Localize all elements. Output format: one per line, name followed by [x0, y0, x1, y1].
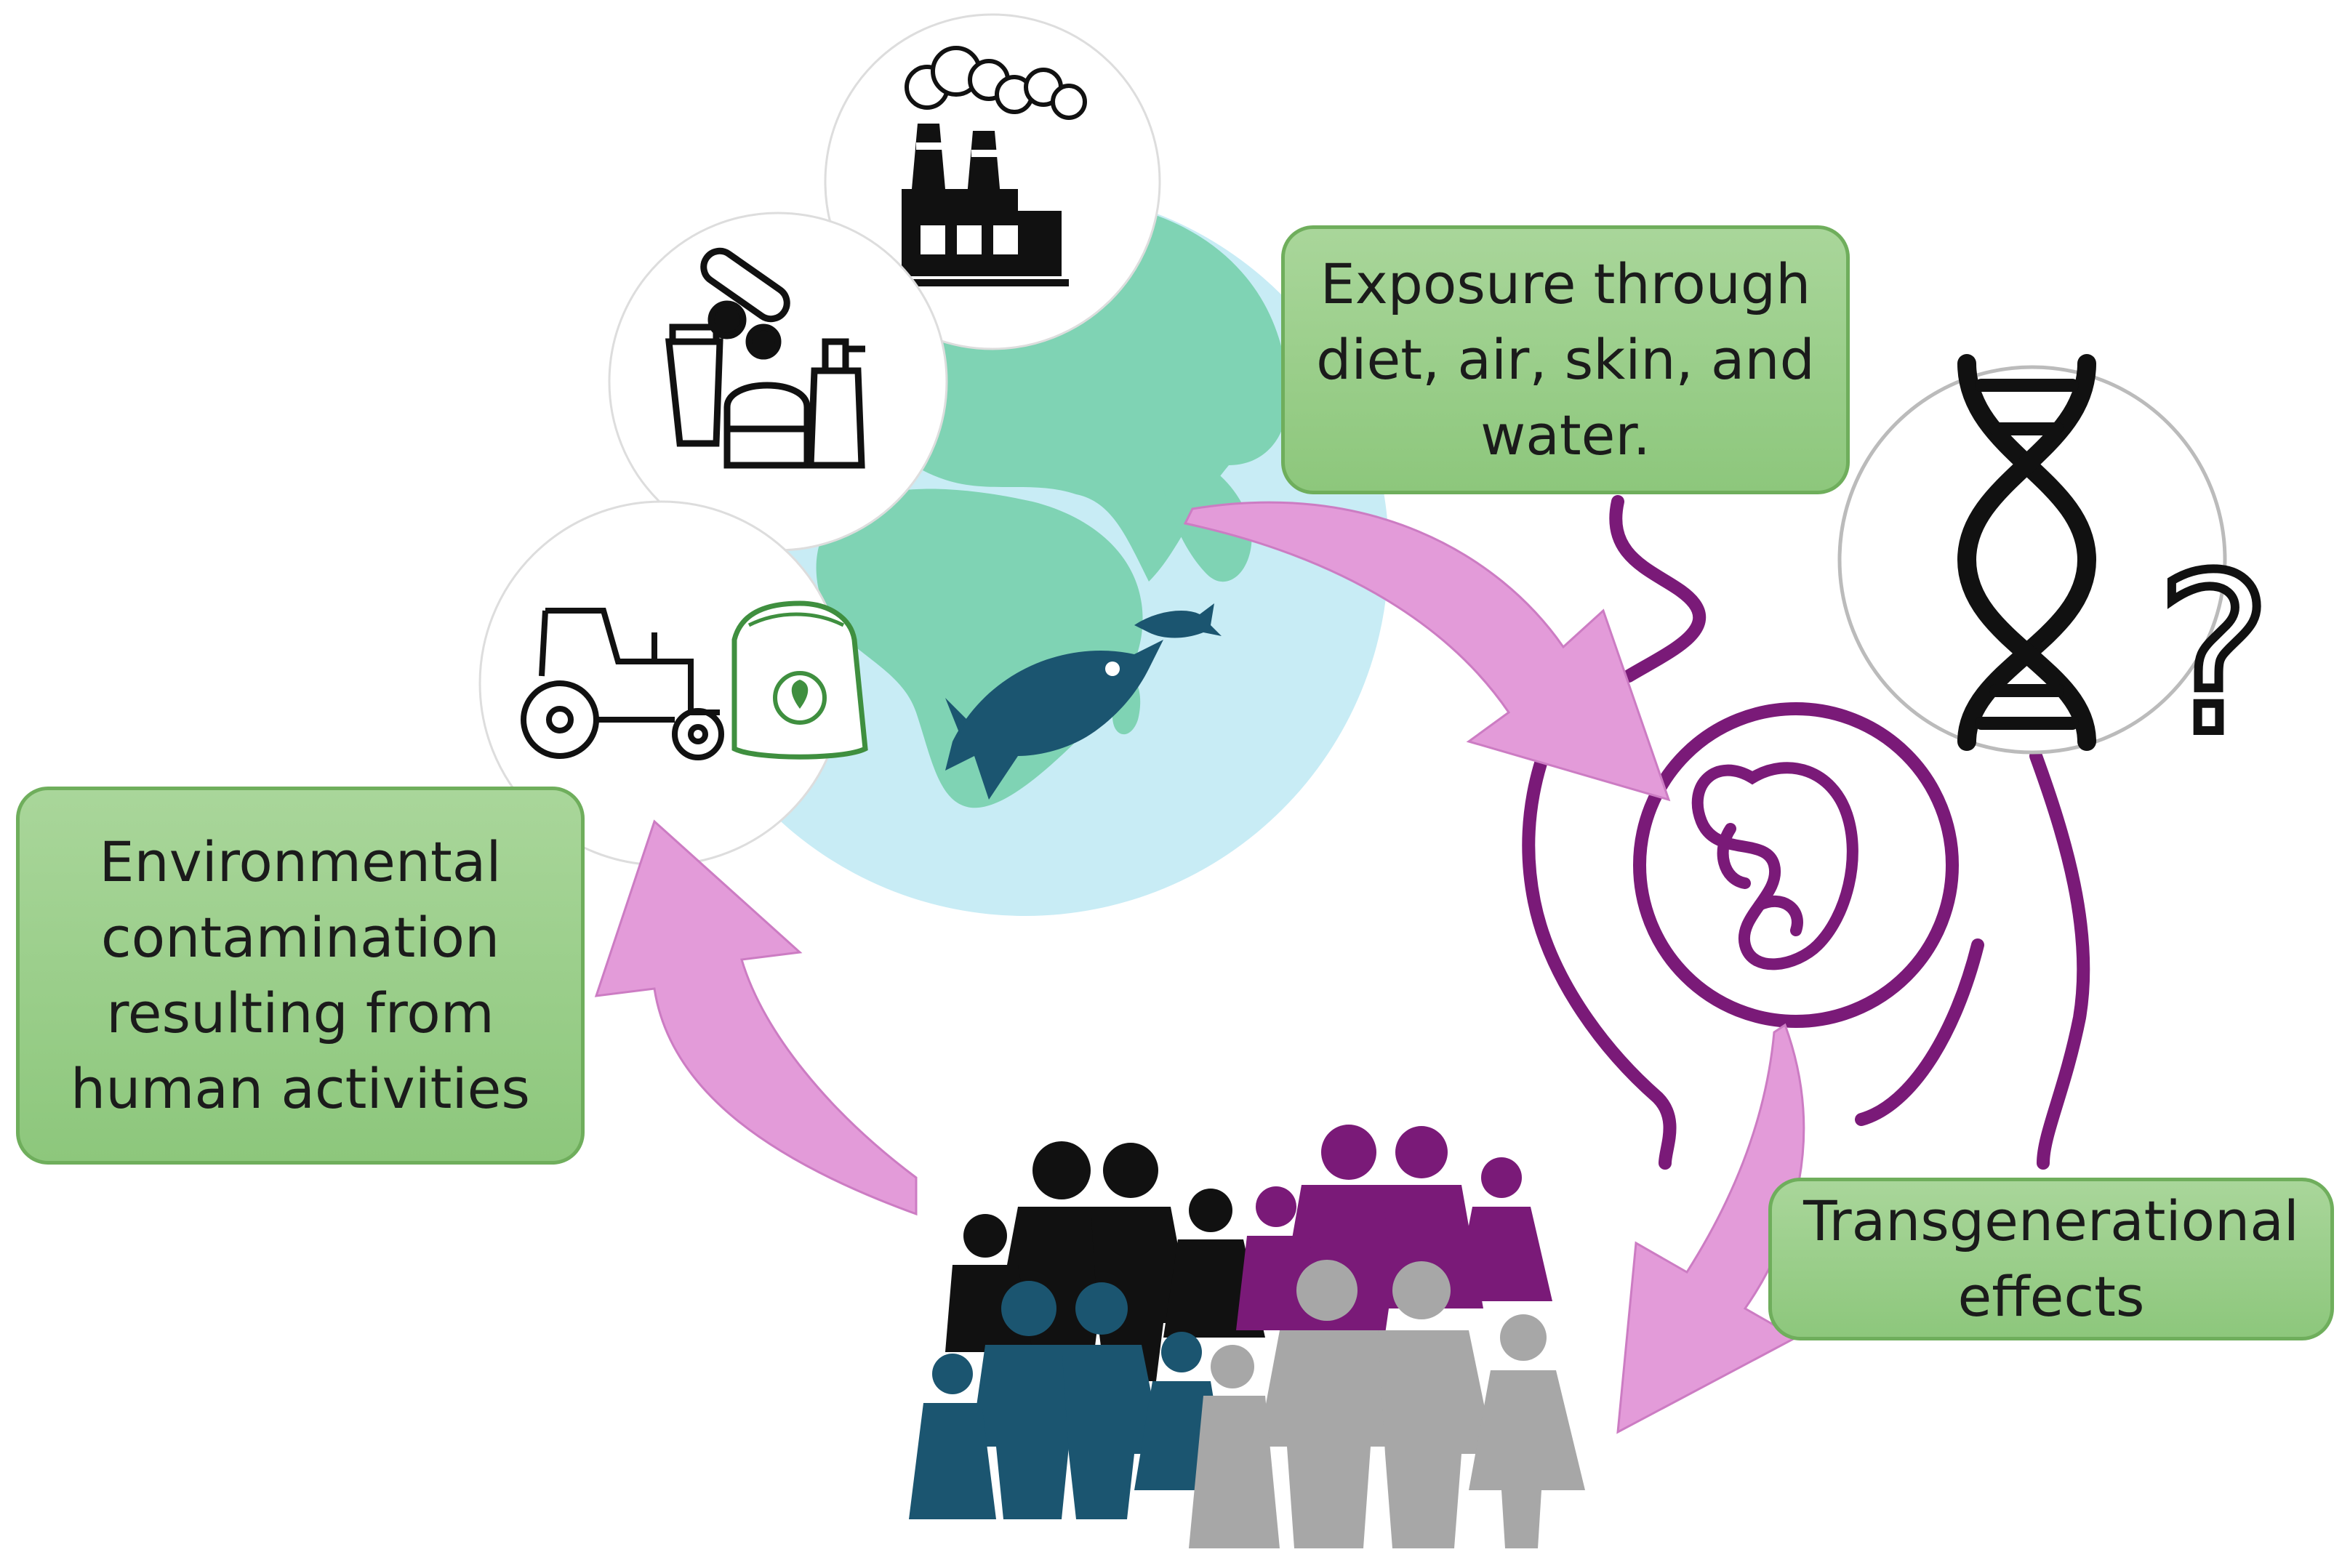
arrow-exposure — [1183, 501, 1671, 802]
fetus-womb-icon — [1691, 762, 1858, 970]
label-exposure: Exposure through diet, air, skin, and wa… — [1281, 225, 1850, 494]
label-transgenerational: Transgenerational effects — [1768, 1178, 2334, 1340]
label-exposure-line-3: water. — [1480, 403, 1651, 467]
agriculture-circle — [478, 500, 868, 867]
label-environment-line-3: resulting from — [106, 981, 494, 1045]
label-environment-line-1: Environmental — [99, 829, 502, 894]
cosmetics-circle — [608, 212, 948, 552]
dna-helix-icon — [1957, 354, 2097, 751]
womb-outline — [1522, 495, 2090, 1170]
dna-circle: ? — [1837, 354, 2277, 787]
label-transgenerational-line-1: Transgenerational — [1803, 1189, 2299, 1253]
family-grey — [1189, 1260, 1585, 1548]
factory-circle — [824, 13, 1161, 350]
family-black — [945, 1141, 1265, 1381]
people-generations-icon — [909, 1125, 1585, 1548]
arrow-transgenerational — [1616, 1023, 1805, 1434]
arrow-contamination — [594, 819, 918, 1216]
factory-smoke-icon — [894, 46, 1087, 286]
label-transgenerational-line-2: effects — [1957, 1264, 2145, 1329]
fish-food-chain-icon — [945, 603, 1222, 800]
label-exposure-line-1: Exposure through — [1320, 252, 1811, 316]
label-environment: Environmental contamination resulting fr… — [16, 787, 585, 1165]
label-environment-line-2: contamination — [100, 905, 500, 970]
pills-cosmetics-icon — [665, 247, 865, 469]
tractor-fertilizer-icon — [521, 600, 868, 760]
label-environment-line-4: human activities — [71, 1056, 530, 1121]
label-exposure-line-2: diet, air, skin, and — [1316, 327, 1815, 392]
question-mark: ? — [2156, 528, 2271, 782]
family-teal — [909, 1281, 1229, 1519]
